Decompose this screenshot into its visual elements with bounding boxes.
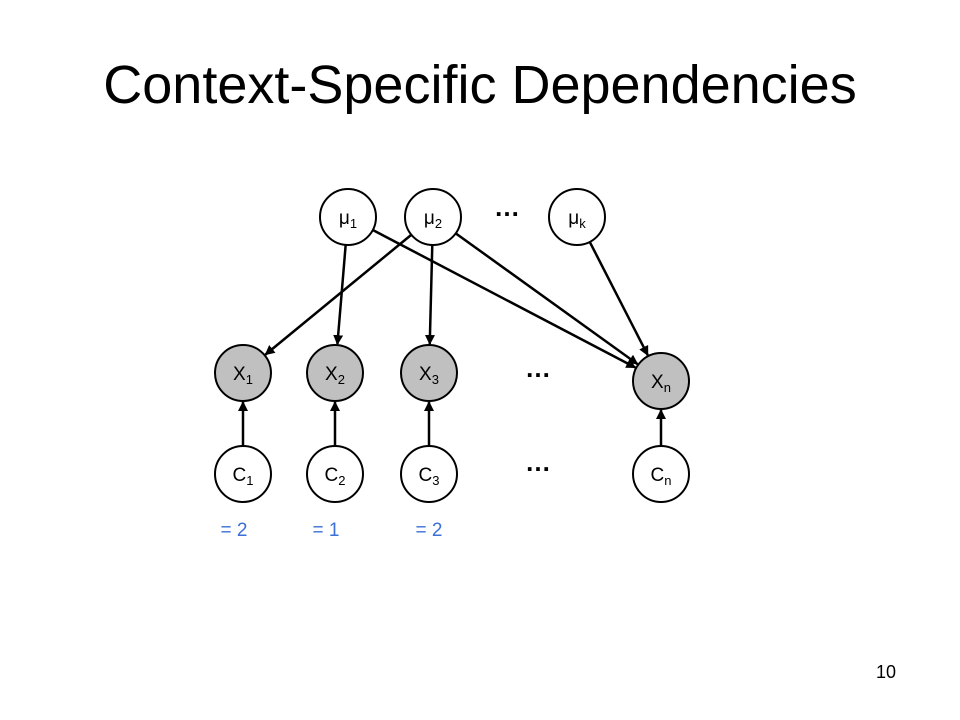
svg-text:X1: X1 [233,364,253,387]
node-c-3-label: C [419,465,433,486]
node-mu-1-circle [319,188,377,246]
node-mu-2-subscript: 2 [435,216,442,231]
node-c-2-label: C [325,465,339,486]
assignment-c-2: = 1 [313,520,340,541]
node-mu-2-label: μ [424,208,435,229]
ellipsis-x-row: … [525,353,551,383]
svg-text:μk: μk [568,208,586,231]
svg-text:Xn: Xn [651,372,671,395]
node-c-3-circle [400,445,458,503]
node-c-n-label: C [651,465,665,486]
svg-text:C3: C3 [419,465,440,488]
edge-mu2-to-x1 [264,233,413,356]
svg-text:Cn: Cn [651,465,672,488]
svg-text:X3: X3 [419,364,439,387]
svg-text:X2: X2 [325,364,345,387]
node-mu-k: μk [548,188,606,246]
assignment-c-3: = 2 [416,520,443,541]
node-x-3-label: X [419,364,432,385]
node-c-1: C1 [214,445,272,503]
node-x-1: X1 [214,344,272,402]
edge-mu1-to-xn [372,228,637,369]
svg-text:μ2: μ2 [424,208,442,231]
node-mu-1-label: μ [339,208,350,229]
ellipsis-mu-row: … [494,192,520,222]
node-mu-k-circle [548,188,606,246]
node-c-3: C3 [400,445,458,503]
assignment-c-1: = 2 [221,520,248,541]
node-x-n-subscript: n [664,380,671,395]
node-mu-k-label: μ [568,208,579,229]
node-x-1-circle [214,344,272,402]
node-x-n-circle [632,352,690,410]
node-x-3: X3 [400,344,458,402]
node-c-1-label: C [233,465,247,486]
svg-text:C1: C1 [233,465,254,488]
node-mu-k-subscript: k [579,216,586,231]
node-c-n: Cn [632,445,690,503]
svg-text:C2: C2 [325,465,346,488]
svg-text:μ1: μ1 [339,208,357,231]
node-mu-1-subscript: 1 [350,216,357,231]
node-c-n-subscript: n [664,473,671,488]
node-mu-1: μ1 [319,188,377,246]
edge-mu2-to-x3 [424,244,435,346]
node-c-2-circle [306,445,364,503]
node-c-n-circle [632,445,690,503]
page-number: 10 [875,662,896,682]
edge-mu2-to-xn [455,232,639,366]
edge-muk-to-xn [588,241,649,357]
node-x-2-label: X [325,364,338,385]
node-x-2-circle [306,344,364,402]
node-x-2-subscript: 2 [338,372,345,387]
ellipsis-c-row: … [525,447,551,477]
node-c-2-subscript: 2 [338,473,345,488]
node-c-1-circle [214,445,272,503]
node-x-n: Xn [632,352,690,410]
node-x-n-label: X [651,372,664,393]
node-mu-2: μ2 [404,188,462,246]
edge-mu1-to-x2 [333,244,347,346]
node-mu-2-circle [404,188,462,246]
node-x-1-label: X [233,364,246,385]
node-c-2: C2 [306,445,364,503]
node-c-3-subscript: 3 [432,473,439,488]
node-x-3-subscript: 3 [432,372,439,387]
slide-title: Context-Specific Dependencies [103,55,857,115]
node-c-1-subscript: 1 [246,473,253,488]
node-x-3-circle [400,344,458,402]
node-x-2: X2 [306,344,364,402]
node-x-1-subscript: 1 [246,372,253,387]
edges-layer [238,228,666,446]
